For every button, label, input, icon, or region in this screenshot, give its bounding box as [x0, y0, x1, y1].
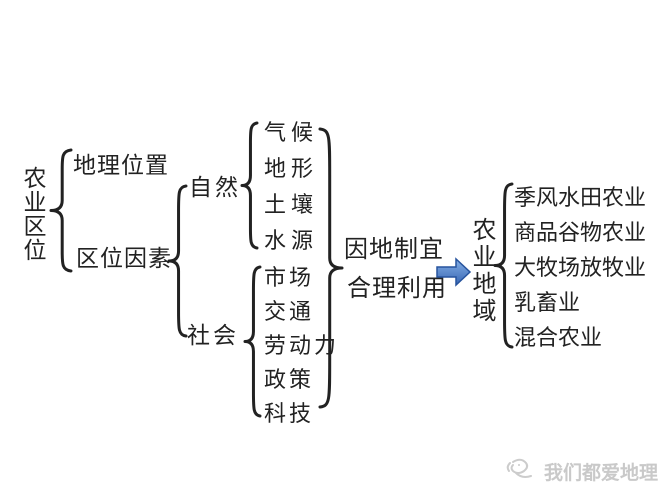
natural-item: 地形 [264, 156, 319, 181]
watermark-logo-icon [506, 458, 532, 478]
outcome-label: 农业地域 [468, 217, 494, 325]
brace-root-icon [49, 148, 73, 273]
root-label: 农业区位 [20, 166, 45, 262]
natural-item: 水源 [264, 228, 319, 253]
social-item: 交通 [264, 299, 315, 324]
social-item: 市场 [264, 265, 315, 290]
social-items-list: 市场 交通 劳动力 政策 科技 [264, 266, 339, 425]
brace-natural-icon [240, 121, 259, 250]
natural-item: 土壤 [264, 192, 319, 217]
agriculture-type-item: 乳畜业 [514, 290, 581, 315]
block-arrow-right-icon [436, 257, 472, 287]
agriculture-types-list: 季风水田农业 商品谷物农业 大牧场放牧业 乳畜业 混合农业 [514, 186, 646, 349]
branch-geo-position: 地理位置 [73, 153, 169, 178]
natural-item: 气候 [264, 120, 319, 145]
social-item: 劳动力 [264, 333, 340, 358]
agriculture-type-item: 混合农业 [514, 325, 603, 350]
social-item: 政策 [264, 367, 315, 392]
brace-location-factors-icon [167, 184, 188, 338]
social-group-label: 社会 [187, 323, 239, 348]
principle-line2: 合理利用 [347, 276, 447, 302]
agriculture-type-item: 季风水田农业 [514, 185, 647, 210]
agriculture-type-item: 商品谷物农业 [514, 220, 647, 245]
brace-outcome-icon [493, 182, 514, 349]
social-item: 科技 [264, 401, 315, 426]
principle-line1: 因地制宜 [344, 237, 444, 263]
brace-combine-icon [318, 127, 344, 409]
branch-location-factors: 区位因素 [76, 246, 172, 271]
agriculture-type-item: 大牧场放牧业 [514, 255, 647, 280]
natural-items-list: 气候 地形 土壤 水源 [264, 121, 318, 252]
brace-social-icon [243, 265, 262, 418]
watermark-brand-text: 我们都爱地理 [544, 462, 659, 484]
natural-group-label: 自然 [189, 175, 241, 200]
watermark: 我们都爱地理 [504, 455, 658, 487]
